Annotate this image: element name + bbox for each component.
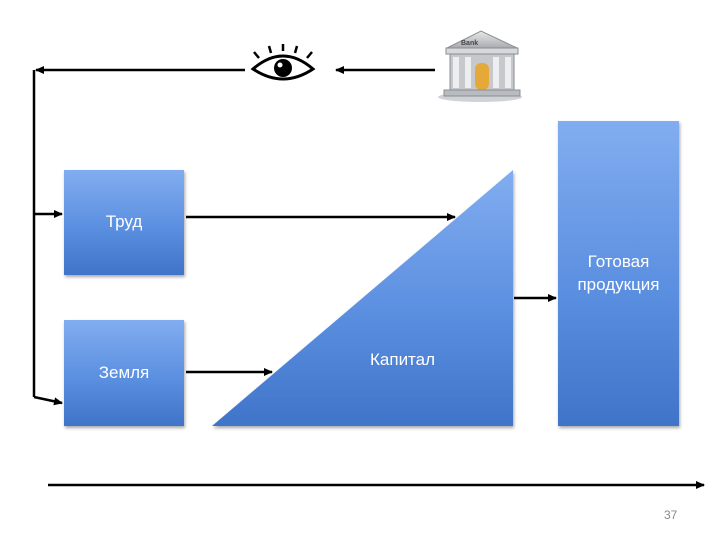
zemlya-label: Земля: [98, 362, 150, 382]
eye-icon: [250, 44, 316, 81]
kapital-label: Капитал: [370, 350, 436, 369]
kapital-triangle: [212, 170, 513, 426]
trud-box: Труд: [64, 170, 184, 275]
gotovaya-produkciya-box: Готовая продукция: [558, 121, 679, 426]
bank-building-icon: Bank: [438, 30, 522, 102]
arrow-left-to-zemlya: [33, 395, 63, 406]
page-number: 37: [664, 508, 678, 522]
zemlya-box: Земля: [64, 320, 184, 426]
trud-label: Труд: [105, 212, 143, 232]
bank-sign-text: Bank: [461, 40, 478, 47]
gotovaya-produkciya-label: Готовая продукция: [577, 252, 660, 294]
